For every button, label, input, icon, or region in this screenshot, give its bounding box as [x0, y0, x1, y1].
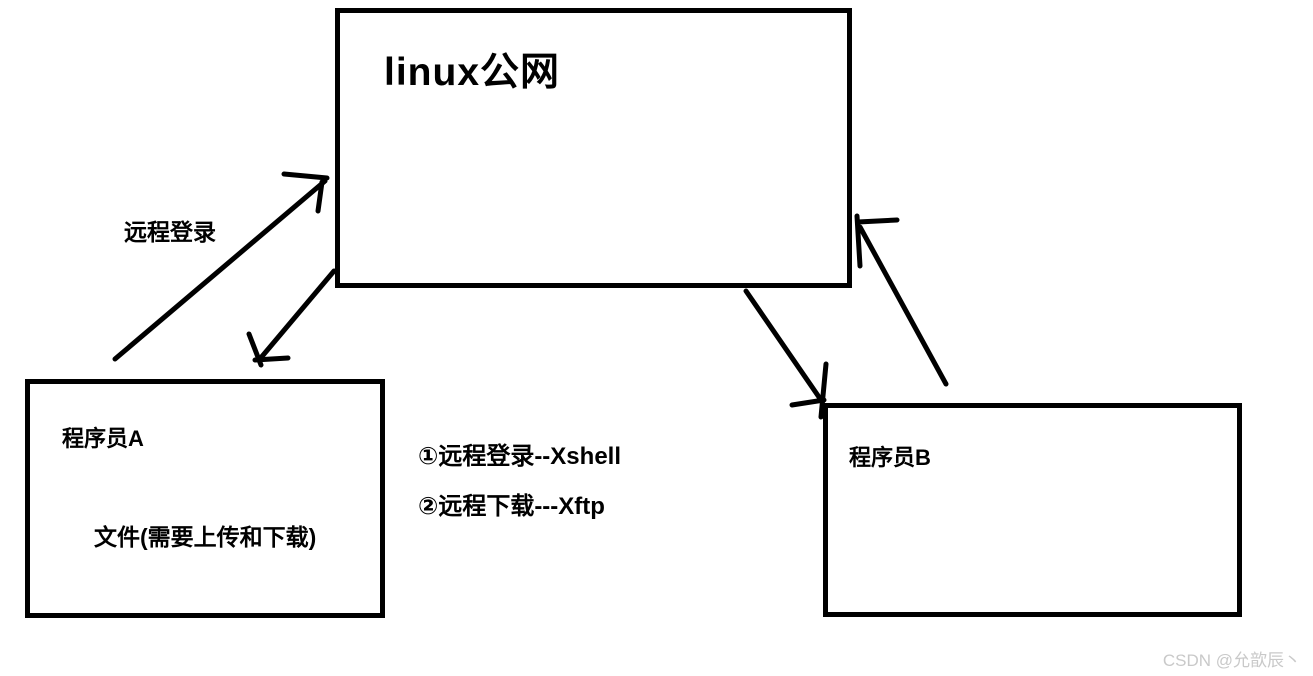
- arrow-b-to-linux-icon: [854, 213, 949, 387]
- arrow-linux-to-b-icon: [743, 288, 829, 420]
- annotation-remote-download-xftp: ②远程下载---Xftp: [418, 493, 605, 520]
- arrow-a-to-linux-icon: [112, 171, 330, 362]
- annotation-remote-login-xshell: ①远程登录--Xshell: [418, 443, 622, 470]
- node-linux-label: linux公网: [384, 51, 561, 94]
- edge-label-remote-login: 远程登录: [124, 219, 216, 245]
- annotation-block: ①远程登录--Xshell ②远程下载---Xftp: [418, 436, 621, 536]
- csdn-watermark: CSDN @允歆辰丶: [1162, 651, 1301, 670]
- node-programmer-a: 程序员A 文件(需要上传和下载): [25, 379, 385, 618]
- node-programmer-a-label: 程序员A: [62, 426, 144, 451]
- arrow-linux-to-a-icon: [246, 268, 337, 368]
- node-programmer-b-label: 程序员B: [849, 445, 931, 470]
- node-programmer-a-note: 文件(需要上传和下载): [94, 524, 317, 550]
- node-linux-server: linux公网: [335, 8, 852, 288]
- node-programmer-b: 程序员B: [823, 403, 1242, 617]
